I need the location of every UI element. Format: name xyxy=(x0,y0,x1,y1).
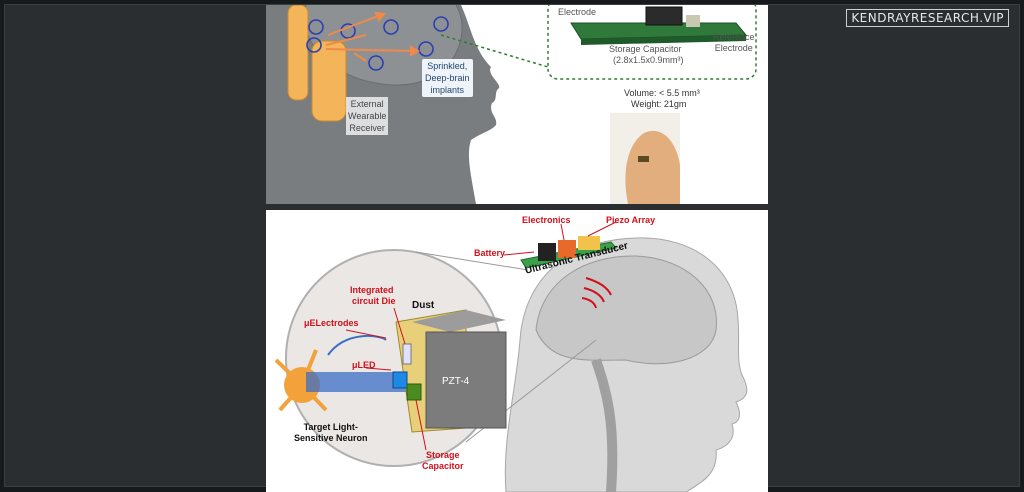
watermark: KENDRAYRESEARCH.VIP xyxy=(846,9,1009,27)
bottom-panel-diagram: Electronics Piezo Array Battery Ultrason… xyxy=(266,210,768,492)
volume-label: Volume: < 5.5 mm³ xyxy=(624,88,700,98)
led-label: μLED xyxy=(352,360,376,370)
implants-label: Sprinkled, Deep-brain implants xyxy=(422,59,473,97)
storage-capacitor-label: Storage Capacitor xyxy=(422,450,464,471)
neural-dust-illustration xyxy=(274,221,748,492)
signal-arrows xyxy=(325,11,421,62)
chip-electrode-label: Electrode xyxy=(558,7,597,17)
led-chip xyxy=(392,371,408,389)
neuron-dendrites xyxy=(274,349,328,412)
ear-receiver xyxy=(311,40,347,122)
target-neuron-label: Target Light- Sensitive Neuron xyxy=(294,422,368,443)
top-panel-diagram: External Wearable Receiver Sprinkled, De… xyxy=(266,5,768,204)
electrodes-label: μELectrodes xyxy=(304,318,359,328)
implant-on-finger xyxy=(638,156,649,162)
chip-reference-electrode-label: Reference Electrode xyxy=(713,32,755,53)
integrated-label: Integrated xyxy=(350,285,394,295)
light-beam xyxy=(306,372,406,392)
zoom-line xyxy=(415,251,529,271)
implant-circles xyxy=(306,16,449,71)
ic-die xyxy=(402,343,412,365)
image-frame: KENDRAYRESEARCH.VIP xyxy=(4,4,1020,492)
connection-line xyxy=(440,34,549,68)
pzt-top xyxy=(412,310,506,332)
brainstem xyxy=(591,358,618,492)
head-receiver-illustration xyxy=(266,5,757,204)
wearable-receiver xyxy=(287,5,309,101)
pzt-block xyxy=(425,331,507,429)
chip-capacitor-size-label: (2.8x1.5x0.9mm³) xyxy=(613,55,684,65)
pzt-label: PZT-4 xyxy=(442,376,470,387)
circuit-die-label: circuit Die xyxy=(352,296,396,306)
dust-label: Dust xyxy=(412,300,435,311)
storage-capacitor-chip xyxy=(406,383,422,401)
piezo-array-label: Piezo Array xyxy=(606,215,656,225)
chip-storage-capacitor-label: Storage Capacitor xyxy=(609,44,682,54)
electrode-wire xyxy=(327,334,387,356)
piezo-array-block xyxy=(578,236,600,250)
weight-label: Weight: 21gm xyxy=(631,99,687,109)
storage-capacitor-block xyxy=(645,6,683,26)
callout-lines xyxy=(345,221,617,451)
receiver-label: External Wearable Receiver xyxy=(346,97,389,135)
ultrasound-waves xyxy=(581,277,612,309)
electronics-block xyxy=(558,240,576,258)
fingertip xyxy=(625,130,680,204)
battery-label: Battery xyxy=(474,248,506,258)
electronics-label: Electronics xyxy=(522,215,571,225)
battery-block xyxy=(538,243,556,261)
